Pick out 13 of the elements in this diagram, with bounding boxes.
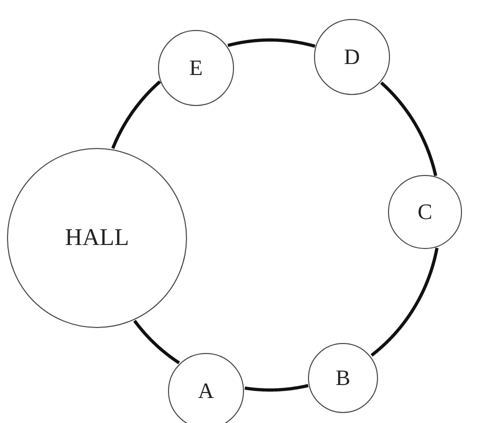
connector-arc <box>380 82 438 177</box>
connector-arc <box>370 247 439 357</box>
connector-arc <box>227 38 316 48</box>
circle-node <box>168 353 244 423</box>
node-label: E <box>189 55 203 81</box>
connector-arc <box>133 320 180 364</box>
connector-arc <box>111 80 162 149</box>
connector-arc <box>244 384 310 392</box>
node-label: C <box>418 199 432 225</box>
node-label: D <box>344 44 360 70</box>
node-label: B <box>336 365 350 391</box>
node-label: A <box>198 378 214 404</box>
node-label: HALL <box>65 224 129 252</box>
